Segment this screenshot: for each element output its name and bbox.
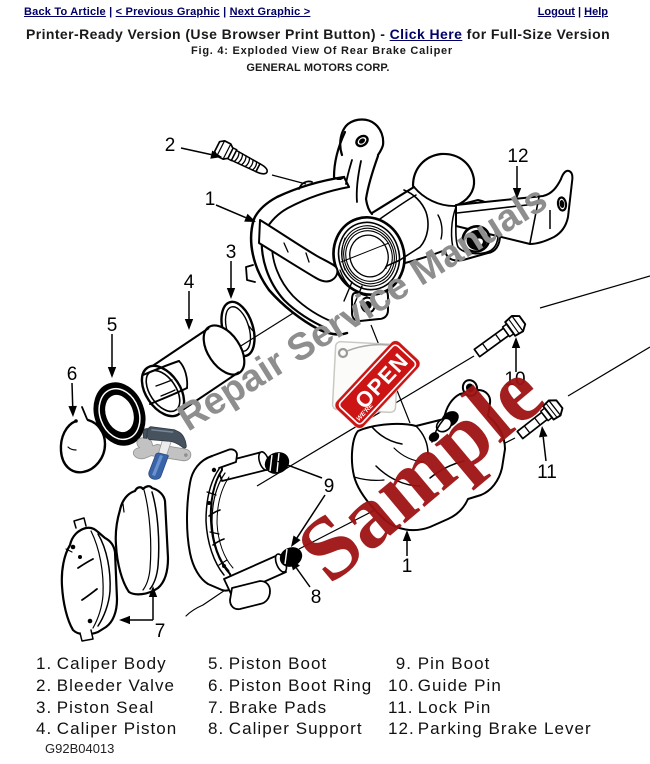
svg-text:1: 1 — [402, 556, 413, 577]
svg-text:11: 11 — [537, 462, 557, 483]
svg-text:10: 10 — [504, 369, 525, 390]
svg-text:12: 12 — [507, 146, 528, 167]
svg-text:Sample: Sample — [279, 342, 561, 601]
svg-text:9: 9 — [324, 476, 335, 497]
svg-text:4: 4 — [184, 272, 195, 293]
svg-text:5: 5 — [107, 315, 118, 336]
svg-text:8: 8 — [311, 587, 322, 608]
svg-text:7: 7 — [155, 621, 166, 642]
svg-text:3: 3 — [226, 242, 237, 263]
svg-text:1: 1 — [205, 189, 216, 210]
svg-text:2: 2 — [165, 135, 176, 156]
svg-text:6: 6 — [67, 364, 78, 385]
